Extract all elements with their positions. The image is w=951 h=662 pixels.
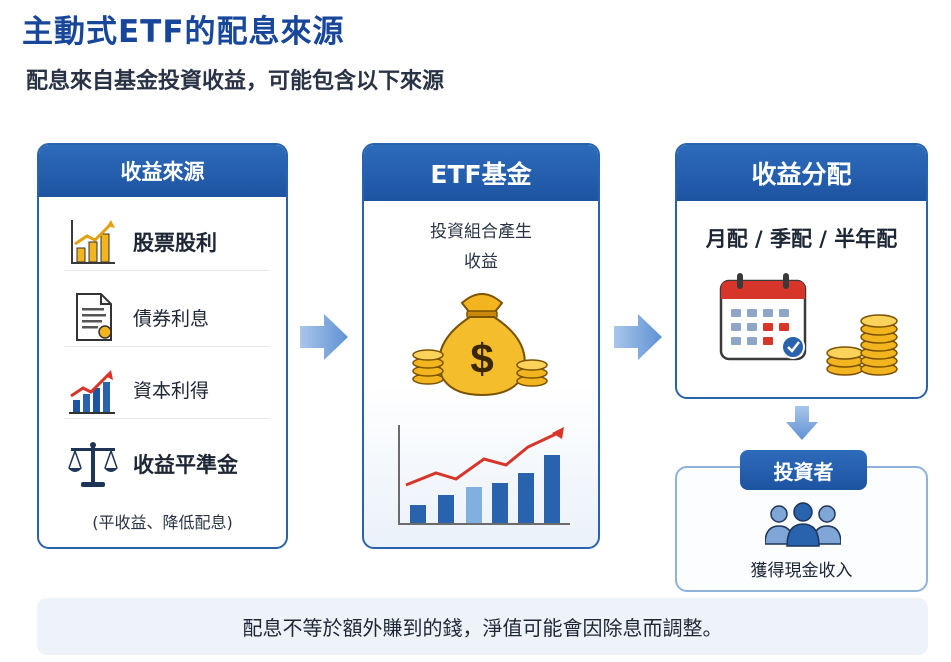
investors-group-icon [765, 502, 841, 547]
coin-stack-icon [412, 349, 548, 387]
equalization-note: (平收益、降低配息) [92, 513, 233, 532]
page-title: 主動式ETF的配息來源 [22, 14, 345, 50]
svg-text:$: $ [470, 335, 493, 382]
etf-fund-header: ETF基金 [364, 145, 598, 201]
bond-document-icon [76, 292, 112, 341]
investor-badge: 投資者 [740, 450, 867, 490]
arrow-down-icon [786, 406, 818, 440]
source-item-bond-interest: 債券利息 [65, 289, 270, 347]
footer-note: 配息不等於額外賺到的錢，淨值可能會因除息而調整。 [37, 598, 928, 655]
investor-text: 獲得現金收入 [750, 561, 853, 581]
source-label: 債券利息 [133, 308, 210, 330]
source-label: 資本利得 [133, 380, 210, 402]
coin-stack-icon [826, 314, 898, 376]
income-sources-header: 收益來源 [39, 145, 286, 197]
page-subtitle: 配息來自基金投資收益，可能包含以下來源 [26, 69, 445, 94]
source-item-capital-gains: 資本利得 [65, 361, 270, 419]
etf-text-line1: 投資組合產生 [430, 222, 532, 242]
income-distribution-header: 收益分配 [677, 145, 926, 201]
growth-bar-chart-icon [398, 425, 570, 525]
etf-text-line2: 收益 [464, 252, 498, 272]
income-distribution-card: 收益分配 月配 / 季配 / 半年配 [675, 143, 928, 399]
money-bag-icon: $ [412, 293, 548, 397]
source-item-equalization: 收益平準金 [65, 435, 270, 493]
arrow-right-icon [300, 314, 348, 360]
arrow-right-icon [614, 314, 662, 360]
source-item-stock-dividend: 股票股利 [65, 213, 270, 271]
balance-scale-icon [68, 442, 118, 487]
income-sources-card: 收益來源 股票股利 債券利息 [37, 143, 288, 549]
source-label: 股票股利 [133, 230, 217, 255]
etf-fund-card: ETF基金 投資組合產生 收益 $ [362, 143, 600, 549]
investor-card: 投資者 獲得現金收入 [675, 450, 928, 592]
bar-chart-up-icon [71, 219, 115, 264]
distribution-frequency: 月配 / 季配 / 半年配 [705, 227, 898, 251]
calendar-icon [719, 273, 807, 361]
growth-chart-icon [69, 369, 115, 414]
source-label: 收益平準金 [133, 453, 238, 477]
